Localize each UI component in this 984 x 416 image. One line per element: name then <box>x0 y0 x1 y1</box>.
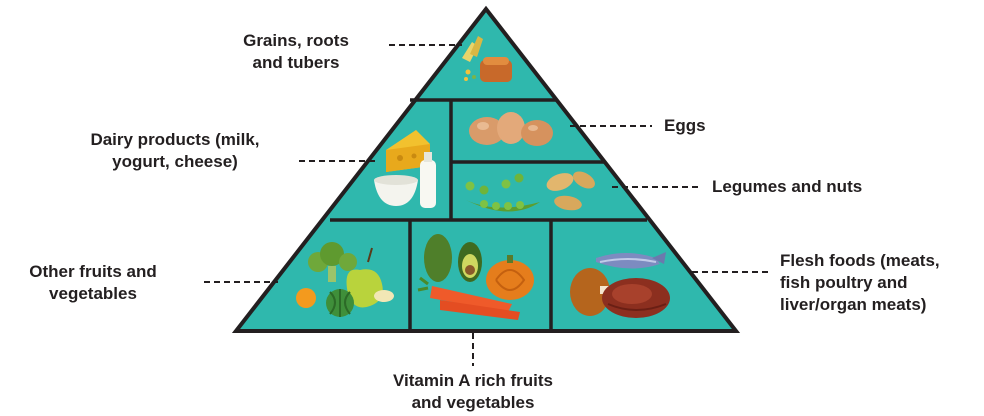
label-flesh-line-3: liver/organ meats) <box>780 294 940 316</box>
label-vitamin-a: Vitamin A rich fruits and vegetables <box>353 370 593 414</box>
label-grains-line-1: Grains, roots <box>216 30 376 52</box>
label-eggs: Eggs <box>664 115 706 137</box>
label-vitamin-a-line-1: Vitamin A rich fruits <box>353 370 593 392</box>
label-eggs-line-1: Eggs <box>664 115 706 137</box>
label-fruits: Other fruits and vegetables <box>8 261 178 305</box>
label-dairy-line-1: Dairy products (milk, <box>60 129 290 151</box>
label-fruits-line-2: vegetables <box>8 283 178 305</box>
label-legumes-line-1: Legumes and nuts <box>712 176 862 198</box>
label-grains: Grains, roots and tubers <box>216 30 376 74</box>
label-flesh-line-1: Flesh foods (meats, <box>780 250 940 272</box>
label-dairy: Dairy products (milk, yogurt, cheese) <box>60 129 290 173</box>
label-grains-line-2: and tubers <box>216 52 376 74</box>
label-legumes: Legumes and nuts <box>712 176 862 198</box>
label-fruits-line-1: Other fruits and <box>8 261 178 283</box>
label-flesh: Flesh foods (meats, fish poultry and liv… <box>780 250 940 316</box>
label-flesh-line-2: fish poultry and <box>780 272 940 294</box>
label-vitamin-a-line-2: and vegetables <box>353 392 593 414</box>
label-dairy-line-2: yogurt, cheese) <box>60 151 290 173</box>
